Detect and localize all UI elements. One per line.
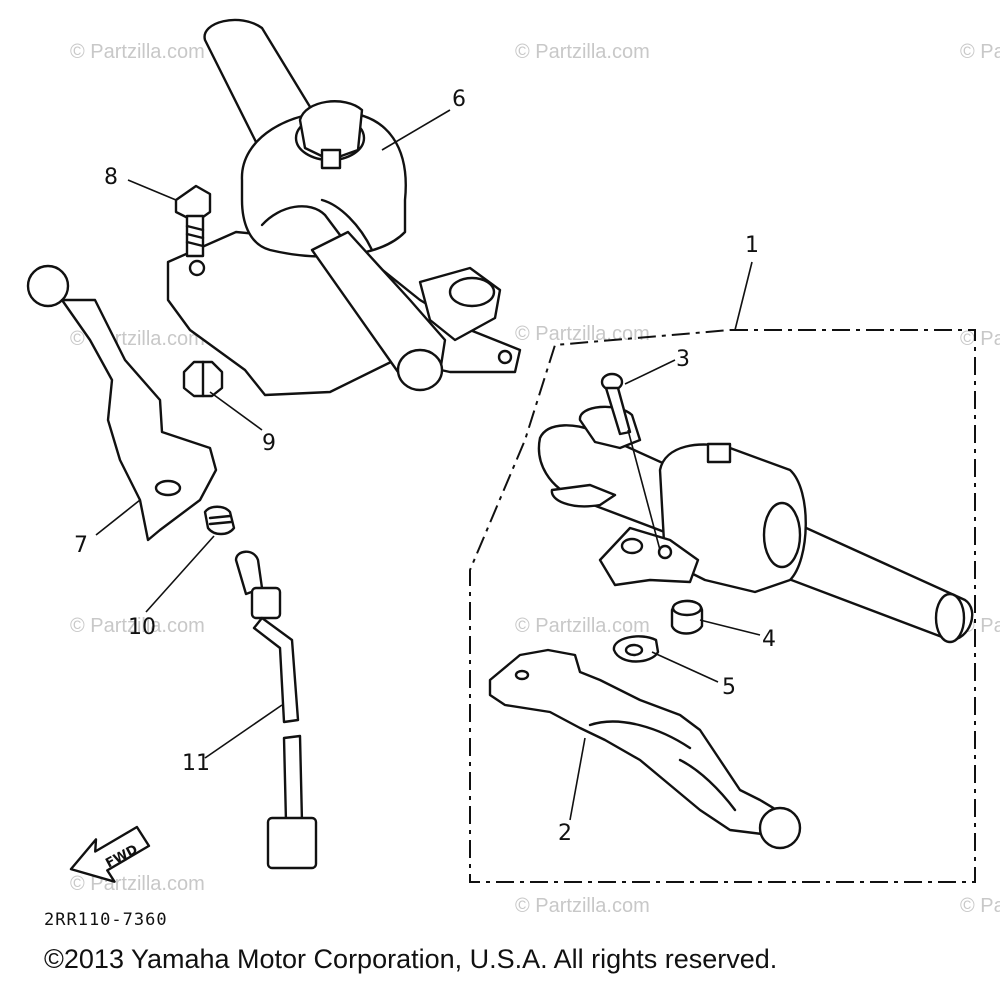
copyright-notice: ©2013 Yamaha Motor Corporation, U.S.A. A…: [44, 944, 777, 974]
screw-part-3: [600, 372, 661, 551]
watermark: © Partzilla.com: [960, 328, 1000, 350]
callouts: 1 2 3 4 5 6 7 8 9 10 11: [74, 87, 776, 846]
callout-5: 5: [722, 675, 736, 700]
leader-lines: [95, 109, 761, 821]
nut-part-9: [182, 360, 224, 398]
watermark: © Partzilla.com: [515, 615, 650, 637]
switch-wire-part-11: [234, 550, 318, 870]
callout-4: 4: [762, 627, 776, 652]
washer-part-5: [612, 635, 660, 663]
callout-6: 6: [452, 87, 466, 112]
callout-3: 3: [676, 347, 690, 372]
watermark: © Partzilla.com: [70, 41, 205, 63]
callout-10: 10: [128, 615, 156, 640]
callout-8: 8: [104, 165, 118, 190]
watermark: © Partzilla.com: [515, 41, 650, 63]
callout-9: 9: [262, 431, 276, 456]
watermark: © Partzilla.com: [515, 895, 650, 917]
watermark: © Partzilla.com: [960, 41, 1000, 63]
lever-bracket-part-1: [537, 405, 974, 644]
assembly-box-part-1: [469, 261, 976, 883]
callout-1: 1: [745, 233, 759, 258]
callout-7: 7: [74, 533, 88, 558]
throttle-housing-part-6: [166, 18, 522, 397]
nut-part-4: [670, 599, 704, 635]
watermark: © Partzilla.com: [960, 895, 1000, 917]
adjuster-part-10: [203, 505, 236, 536]
callout-2: 2: [558, 821, 572, 846]
diagram-code: 2RR110-7360: [44, 910, 168, 930]
watermark: © Partzilla.com: [70, 873, 205, 895]
clutch-lever-part-2: [488, 648, 802, 850]
watermark: © Partzilla.com: [70, 615, 205, 637]
brake-lever-part-7: [26, 264, 218, 542]
callout-11: 11: [182, 751, 210, 776]
bolt-part-8: [174, 184, 212, 258]
